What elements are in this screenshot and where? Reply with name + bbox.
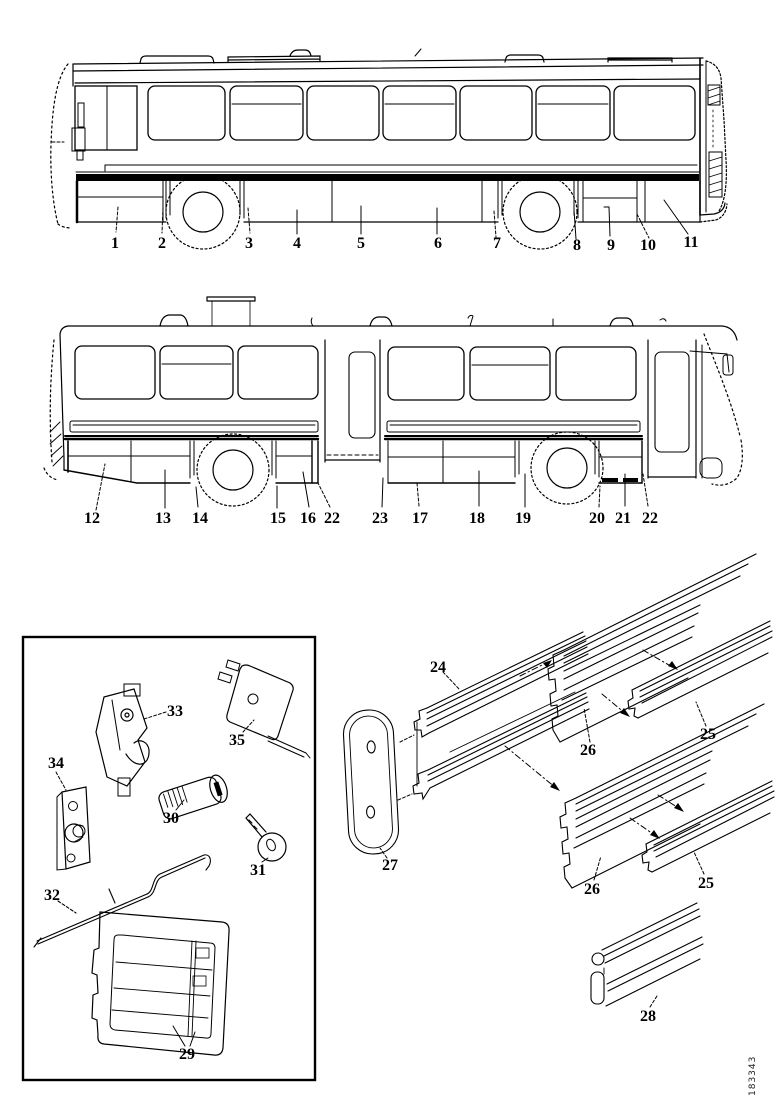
callout-17: 17 [412,510,428,527]
part-32-rod [33,854,211,948]
callout-11: 11 [683,234,699,251]
molding-profiles [342,553,775,1008]
callout-33: 33 [167,703,183,720]
callout-16: 16 [300,510,316,527]
lock-assembly-box [21,635,317,1082]
callout-4: 4 [293,235,301,252]
callout-18: 18 [469,510,485,527]
callout-30: 30 [163,810,179,827]
callout-26-upper: 26 [580,742,596,759]
callout-13: 13 [155,510,171,527]
callout-28: 28 [640,1008,656,1025]
callout-6: 6 [434,235,442,252]
callout-22-right: 22 [642,510,658,527]
callout-34: 34 [48,755,64,772]
bus-left-side-view [50,48,728,250]
callout-5: 5 [357,235,365,252]
callout-19: 19 [515,510,531,527]
part-29-handle-housing [91,911,230,1056]
callout-3: 3 [245,235,253,252]
part-30-lock-cylinder [158,774,228,820]
part-31-key [245,813,287,863]
callout-12: 12 [84,510,100,527]
part-24-rail [397,631,590,801]
callout-25-lower: 25 [698,875,714,892]
part-26-channel-upper [547,553,757,743]
left-view-leaders [115,199,689,240]
part-25-strip-upper [627,620,773,727]
callout-35: 35 [229,732,245,749]
part-26-channel-lower [559,703,765,889]
callout-14: 14 [192,510,208,527]
right-view-leaders [95,463,649,511]
callout-31: 31 [250,862,266,879]
callout-23: 23 [372,510,388,527]
callout-8: 8 [573,237,581,254]
drawing-number: 183343 [748,1055,758,1096]
callout-29: 29 [179,1046,195,1063]
callout-22-left: 22 [324,510,340,527]
part-27-end-pad [342,709,400,855]
callout-1: 1 [111,235,119,252]
part-33-latch [95,683,167,797]
part-28-bead-rail [590,902,704,1008]
part-25-strip-lower [641,780,775,875]
callout-21: 21 [615,510,631,527]
callout-9: 9 [607,237,615,254]
callout-24: 24 [430,659,446,676]
part-34-plate [55,771,91,871]
callout-25-upper: 25 [700,726,716,743]
callout-15: 15 [270,510,286,527]
part-35-microswitch [217,659,311,759]
callout-20: 20 [589,510,605,527]
callout-10: 10 [640,237,656,254]
callout-7: 7 [493,235,501,252]
callout-2: 2 [158,235,166,252]
bus-right-side-view [43,296,743,511]
callout-26-lower: 26 [584,881,600,898]
callout-32: 32 [44,887,60,904]
callout-27: 27 [382,857,398,874]
